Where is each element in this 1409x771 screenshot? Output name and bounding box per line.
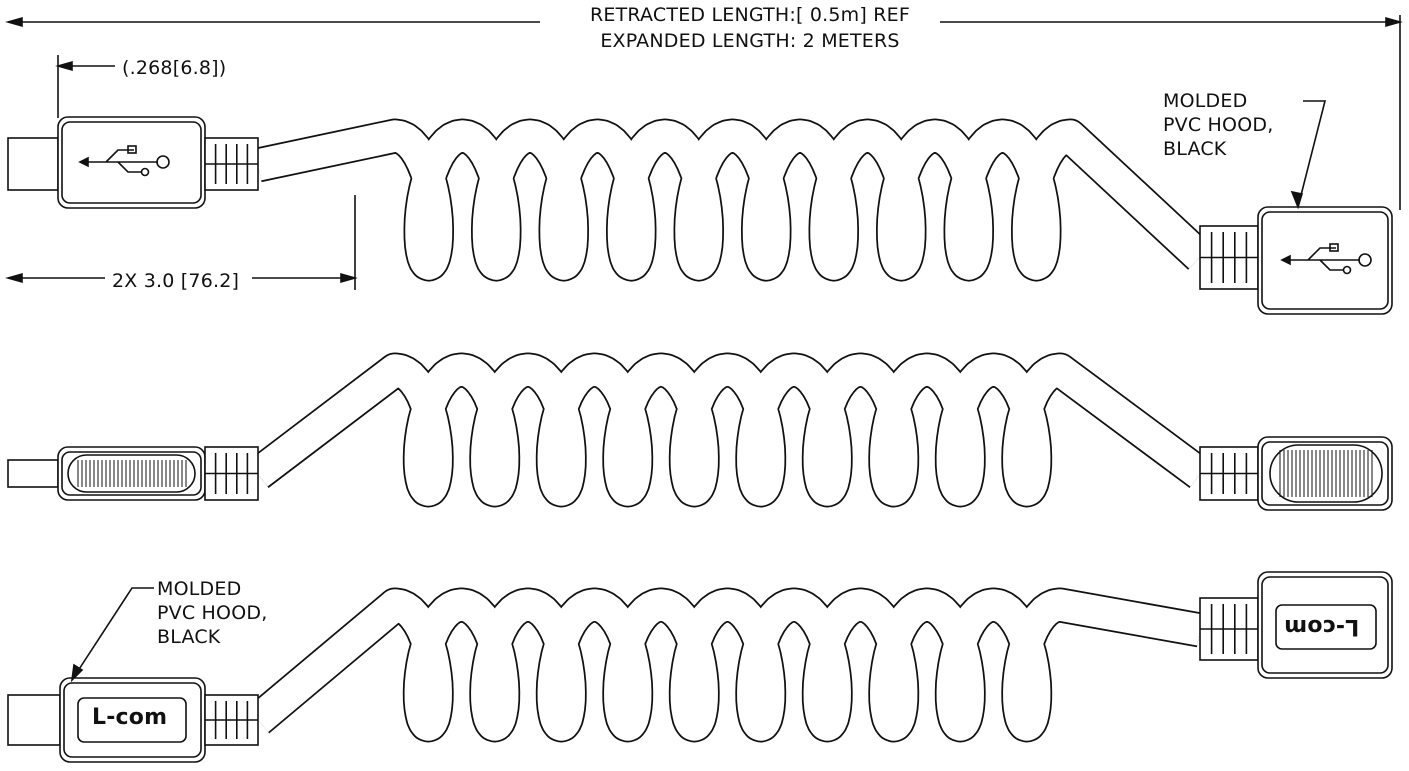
relief-length-label: 2X 3.0 [76.2] [112, 270, 240, 292]
top-coil-fill [254, 120, 1211, 280]
callout-line: MOLDED [1163, 90, 1248, 112]
bottom-coil-fill [247, 589, 1203, 741]
top-right-hood-inner [1261, 211, 1389, 310]
bottom-right-hood-inner [1261, 576, 1389, 674]
callout-molded-hood-bottom: MOLDED PVC HOOD, BLACK [157, 577, 267, 649]
arrow-left [5, 16, 23, 28]
usb-icon-right-circle [1358, 253, 1372, 267]
usb-icon-left-square [127, 145, 137, 154]
leader-top [1297, 100, 1327, 208]
callout-line: BLACK [157, 626, 221, 648]
logo-frame-right [1275, 604, 1377, 650]
callout-line: PVC HOOD, [157, 602, 268, 624]
middle-right-grip [1269, 444, 1383, 503]
middle-left-hood-inner [61, 451, 202, 496]
middle-left-grip [67, 454, 196, 493]
callout-line: PVC HOOD, [1163, 114, 1274, 136]
l-com-logo-right: L-com [1284, 614, 1360, 639]
usb-b-plug-metal [7, 137, 59, 191]
usb-icon-right-dot [1342, 265, 1352, 275]
retracted-length-label: RETRACTED LENGTH:[ 0.5m] REF [590, 4, 910, 26]
bottom-plug-metal [7, 694, 61, 746]
middle-coil-fill [248, 354, 1210, 506]
leader-bottom-arrow [70, 663, 84, 683]
usb-icon-left-arrowhead [78, 156, 89, 168]
expanded-length-label: EXPANDED LENGTH: 2 METERS [600, 30, 900, 52]
callout-line: MOLDED [157, 578, 242, 600]
arrow-right [1385, 16, 1403, 28]
callout-line: BLACK [1163, 138, 1227, 160]
callout-molded-hood-top: MOLDED PVC HOOD, BLACK [1163, 89, 1273, 161]
logo-frame-left [77, 697, 187, 743]
usb-icon-right-square [1329, 243, 1339, 252]
l-com-logo-left: L-com [92, 705, 168, 730]
arrow-relief-left [5, 272, 23, 284]
arrow-relief-right [340, 272, 358, 284]
leader-top-arrow [1290, 190, 1304, 210]
usb-icon-right-arrowhead [1280, 254, 1291, 266]
plug-offset-label: (.268[6.8]) [122, 57, 227, 79]
usb-icon-left-circle [156, 155, 170, 169]
middle-right-hood-inner [1261, 441, 1389, 506]
bottom-right-hood [1257, 571, 1393, 679]
arrow-offset [55, 60, 73, 72]
leader-bottom [71, 587, 154, 681]
middle-plug-metal [7, 459, 59, 488]
bottom-left-hood-inner [63, 682, 202, 758]
usb-icon-left-dot [140, 167, 150, 177]
top-left-hood-inner [61, 121, 202, 204]
